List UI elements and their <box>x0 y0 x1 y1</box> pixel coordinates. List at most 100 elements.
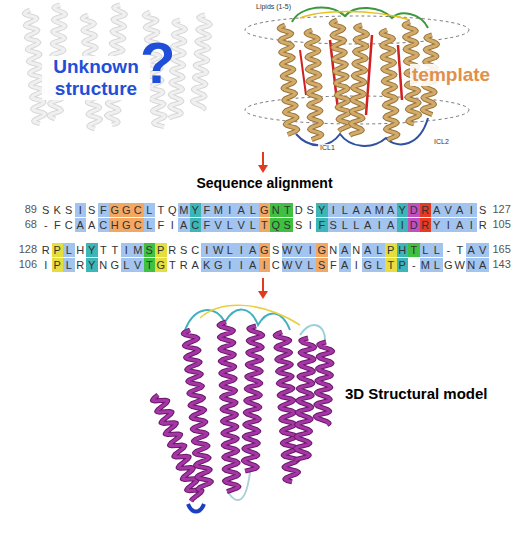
residue: G <box>155 258 167 272</box>
residue: R <box>167 243 179 257</box>
residue: N <box>466 258 478 272</box>
loop <box>300 12 410 21</box>
residue: V <box>293 243 305 257</box>
residue: I <box>121 243 133 257</box>
residue: F <box>316 218 328 232</box>
unknown-label: Unknown structure <box>42 56 150 100</box>
residue: R <box>40 243 52 257</box>
residue: L <box>339 203 351 217</box>
residue: D <box>293 203 305 217</box>
residue: I <box>328 203 340 217</box>
residue: L <box>63 243 75 257</box>
residue: M <box>213 203 225 217</box>
residue: C <box>98 218 110 232</box>
residue: I <box>443 218 455 232</box>
residue: Y <box>190 203 202 217</box>
question-mark: ? <box>140 30 175 97</box>
residue: L <box>247 218 259 232</box>
helix-edge <box>153 395 202 501</box>
residue: I <box>75 203 87 217</box>
residue: H <box>109 218 121 232</box>
residue: Q <box>167 203 179 217</box>
helix-edge <box>295 338 315 461</box>
residue: P <box>52 258 64 272</box>
helix-edge <box>350 25 368 136</box>
residue-number: 165 <box>493 243 511 256</box>
residue: Y <box>86 258 98 272</box>
residue: K <box>52 203 64 217</box>
residue: S <box>63 203 75 217</box>
residue-number: 128 <box>2 243 37 256</box>
residue: V <box>236 218 248 232</box>
residue-number: 89 <box>2 203 37 216</box>
residue: R <box>75 258 87 272</box>
residue: G <box>443 258 455 272</box>
residue: T <box>155 203 167 217</box>
residue: L <box>224 218 236 232</box>
residue: T <box>408 243 420 257</box>
residue: T <box>259 218 271 232</box>
residue: A <box>247 243 259 257</box>
residue: L <box>63 258 75 272</box>
residue: L <box>374 258 386 272</box>
residue: I <box>305 218 317 232</box>
residue: Y <box>316 203 328 217</box>
residue: P <box>155 243 167 257</box>
residue-number: 68 <box>2 218 37 231</box>
residue: T <box>454 243 466 257</box>
residue: A <box>75 218 87 232</box>
loop <box>188 504 204 512</box>
residue: R <box>420 218 432 232</box>
helix <box>350 25 368 136</box>
residue: K <box>201 258 213 272</box>
helix <box>153 395 202 501</box>
residue: - <box>443 243 455 257</box>
down-arrow <box>258 278 268 299</box>
section-heading: Sequence alignment <box>0 175 529 191</box>
residue: F <box>201 218 213 232</box>
residue: I <box>201 243 213 257</box>
residue: A <box>351 203 363 217</box>
residue-number: 127 <box>493 203 511 216</box>
residue: F <box>52 218 64 232</box>
residue: A <box>454 203 466 217</box>
residue: I <box>466 203 478 217</box>
residue: A <box>362 203 374 217</box>
helix-edge <box>331 20 350 131</box>
residue: A <box>339 258 351 272</box>
helix <box>331 20 350 131</box>
residue: T <box>144 258 156 272</box>
residue: A <box>362 218 374 232</box>
residue: C <box>63 218 75 232</box>
residue: N <box>328 243 340 257</box>
arrow-shaft <box>262 278 264 292</box>
residue: S <box>477 203 489 217</box>
residue: A <box>247 258 259 272</box>
residue: G <box>109 203 121 217</box>
residue: W <box>282 258 294 272</box>
residue: C <box>270 258 282 272</box>
residue: L <box>144 218 156 232</box>
arrow-head <box>258 165 268 173</box>
residue: L <box>431 243 443 257</box>
residue: G <box>316 243 328 257</box>
residue: A <box>454 218 466 232</box>
residue: L <box>224 243 236 257</box>
residue: V <box>477 243 489 257</box>
helix <box>244 326 263 471</box>
residue: A <box>236 203 248 217</box>
residue: I <box>466 218 478 232</box>
residue: L <box>121 258 133 272</box>
residue: Y <box>397 203 409 217</box>
residue: Q <box>270 218 282 232</box>
down-arrow <box>258 152 268 173</box>
residue: L <box>374 243 386 257</box>
residue: M <box>178 203 190 217</box>
residue: I <box>224 258 236 272</box>
sequence-row: -FCAACHGCLFIACFVLVLTQSSIFSLLAIAIDRYIAIR <box>40 218 489 232</box>
residue: M <box>374 203 386 217</box>
helix-edge <box>381 30 398 140</box>
helix <box>193 15 211 110</box>
residue: I <box>167 218 179 232</box>
residue: A <box>190 258 202 272</box>
